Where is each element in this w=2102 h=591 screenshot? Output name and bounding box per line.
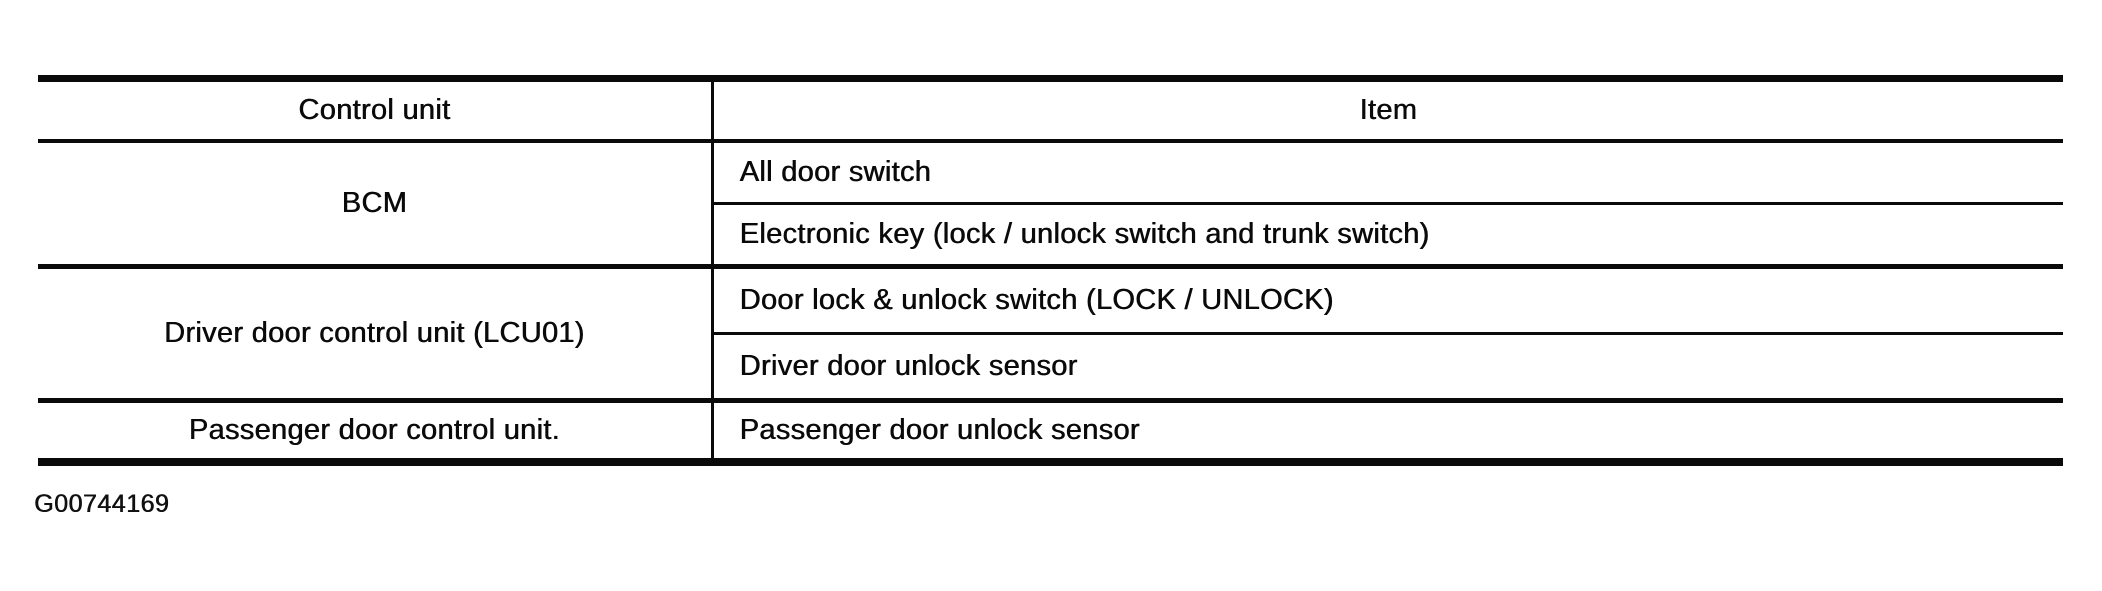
header-item: Item bbox=[712, 78, 2063, 143]
table-row: Driver door control unit (LCU01) Door lo… bbox=[38, 266, 2063, 403]
cell-item-passenger-door-unlock-sensor: Passenger door unlock sensor bbox=[739, 414, 1140, 446]
table-row: BCM All door switch bbox=[38, 141, 2063, 269]
cell-control-unit-driver-door: Driver door control unit (LCU01) bbox=[38, 266, 714, 403]
cell-item-door-lock-unlock-switch: Door lock & unlock switch (LOCK / UNLOCK… bbox=[712, 266, 2063, 335]
cell-item-driver-door-unlock-sensor: Driver door unlock sensor bbox=[712, 333, 2063, 403]
header-control-unit: Control unit bbox=[38, 78, 714, 143]
table-row: Driver door unlock sensor bbox=[38, 333, 2063, 403]
cell-item-electronic-key: Electronic key (lock / unlock switch and… bbox=[712, 203, 2063, 269]
table-row: Electronic key (lock / unlock switch and… bbox=[38, 203, 2063, 269]
table-row: Passenger door control unit. Passenger d… bbox=[38, 400, 2063, 462]
cell-control-unit-bcm: BCM bbox=[38, 141, 714, 269]
table-header-row: Control unit Item bbox=[38, 78, 2063, 143]
cell-control-unit-passenger-door: Passenger door control unit. bbox=[38, 400, 714, 462]
control-unit-item-table: Control unit Item BCM All door switch El… bbox=[38, 75, 2063, 466]
figure-id-label: G00744169 bbox=[34, 490, 170, 518]
cell-item-all-door-switch: All door switch bbox=[712, 141, 2063, 205]
